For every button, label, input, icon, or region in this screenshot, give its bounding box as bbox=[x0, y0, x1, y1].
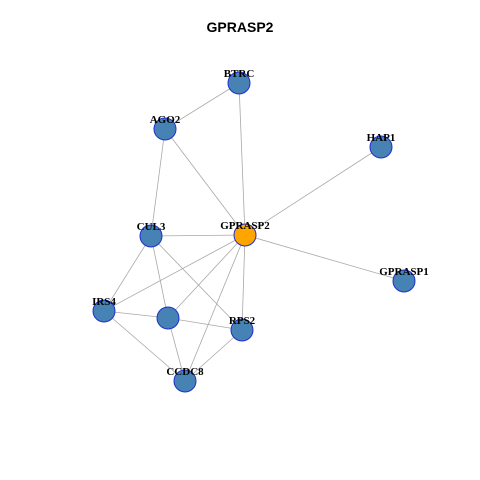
node-irs4 bbox=[92, 299, 116, 323]
node-layer bbox=[92, 71, 416, 393]
node-label-ago2: AGO2 bbox=[150, 114, 181, 126]
edge-rps2-ccdc8 bbox=[184, 329, 243, 382]
edge-hap1-gprasp2 bbox=[244, 146, 382, 236]
node-label-irs4: IRS4 bbox=[92, 296, 116, 308]
node-cul3 bbox=[139, 224, 163, 248]
edge-cul3-irs4 bbox=[103, 235, 152, 312]
node-unlabeled bbox=[156, 306, 180, 330]
node-ago2 bbox=[153, 117, 177, 141]
edge-irs4-ccdc8 bbox=[103, 310, 186, 382]
edge-cul3-unlabeled bbox=[150, 235, 169, 319]
edge-btrc-ago2 bbox=[164, 82, 240, 130]
node-ccdc8 bbox=[173, 369, 197, 393]
node-gprasp2 bbox=[233, 223, 257, 247]
edge-gprasp2-irs4 bbox=[103, 234, 246, 312]
graph-title: GPRASP2 bbox=[206, 19, 274, 35]
edge-gprasp2-rps2 bbox=[241, 234, 246, 331]
edge-cul3-gprasp2 bbox=[150, 234, 246, 237]
node-label-cul3: CUL3 bbox=[137, 221, 166, 233]
edge-ago2-gprasp2 bbox=[164, 128, 246, 236]
node-rps2 bbox=[230, 318, 254, 342]
edge-gprasp2-ccdc8 bbox=[184, 234, 246, 382]
edge-gprasp2-unlabeled bbox=[167, 234, 246, 319]
edge-unlabeled-rps2 bbox=[167, 317, 243, 331]
node-btrc bbox=[227, 71, 251, 95]
node-label-gprasp2: GPRASP2 bbox=[220, 220, 270, 232]
node-label-gprasp1: GPRASP1 bbox=[379, 266, 429, 278]
edge-ago2-cul3 bbox=[150, 128, 166, 237]
node-gprasp1 bbox=[392, 269, 416, 293]
node-label-hap1: HAP1 bbox=[367, 132, 396, 144]
node-hap1 bbox=[369, 135, 393, 159]
edge-btrc-gprasp2 bbox=[238, 82, 246, 236]
node-label-ccdc8: CCDC8 bbox=[166, 366, 204, 378]
node-label-rps2: RPS2 bbox=[229, 315, 256, 327]
edge-cul3-rps2 bbox=[150, 235, 243, 331]
edge-gprasp1-gprasp2 bbox=[244, 234, 405, 282]
edge-layer bbox=[103, 82, 405, 382]
node-label-btrc: BTRC bbox=[224, 68, 255, 80]
